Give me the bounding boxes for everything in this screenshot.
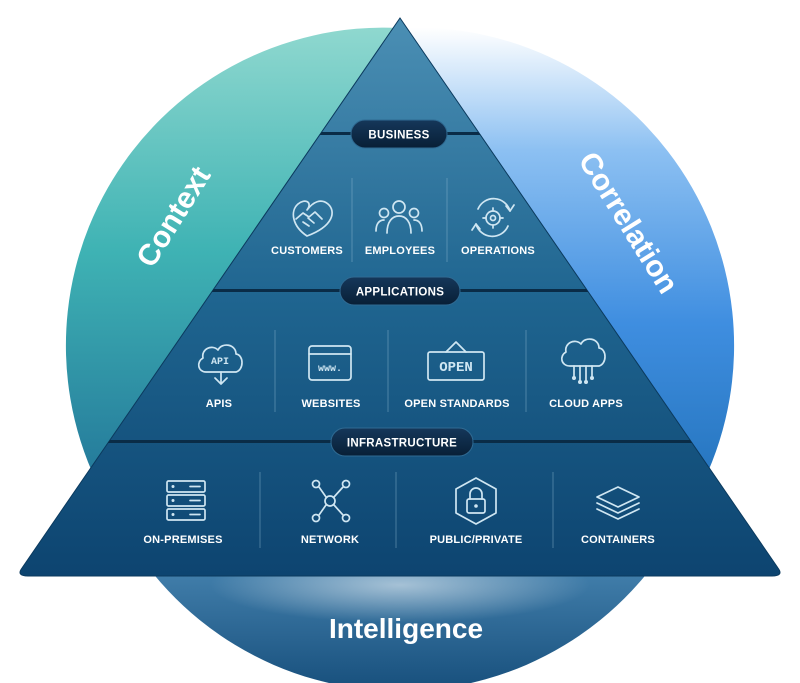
api-icon-text: API <box>211 357 229 368</box>
open-icon-text: OPEN <box>439 360 473 376</box>
item-label-cloud-apps: CLOUD APPS <box>549 398 623 410</box>
item-label-on-premises: ON-PREMISES <box>143 534 222 546</box>
item-containers: CONTAINERS <box>581 486 655 546</box>
section-pill-infrastructure <box>330 427 474 457</box>
item-label-operations: OPERATIONS <box>461 245 535 257</box>
section-pill-business <box>350 119 448 149</box>
item-public-private: PUBLIC/PRIVATE <box>430 477 523 546</box>
item-label-network: NETWORK <box>301 534 359 546</box>
api-cloud-icon <box>197 344 243 385</box>
item-label-containers: CONTAINERS <box>581 534 655 546</box>
item-label-open-standards: OPEN STANDARDS <box>404 398 509 410</box>
section-infrastructure: INFRASTRUCTURE <box>330 427 474 457</box>
item-websites: www. WEBSITES <box>301 345 360 410</box>
item-apis: API APIS <box>197 344 243 410</box>
item-on-premises: ON-PREMISES <box>143 480 222 546</box>
section-label-infrastructure: INFRASTRUCTURE <box>347 438 457 450</box>
item-network: NETWORK <box>301 479 359 546</box>
section-label-applications: APPLICATIONS <box>356 287 444 299</box>
item-customers: CUSTOMERS <box>271 200 343 257</box>
server-rack-icon <box>166 480 206 521</box>
section-applications: APPLICATIONS <box>339 276 461 306</box>
cloud-circuit-icon <box>560 338 606 384</box>
hexagon-lock-icon <box>455 477 497 525</box>
open-sign-icon <box>427 341 485 381</box>
item-open-standards: OPEN OPEN STANDARDS <box>404 341 509 410</box>
item-employees: EMPLOYEES <box>365 200 435 257</box>
item-label-employees: EMPLOYEES <box>365 245 435 257</box>
section-business: BUSINESS <box>350 119 448 149</box>
ring-word-intelligence: Intelligence <box>329 613 483 644</box>
item-label-websites: WEBSITES <box>301 398 360 410</box>
layers-stack-icon <box>596 486 640 520</box>
item-cloud-apps: CLOUD APPS <box>549 338 623 410</box>
handshake-heart-icon <box>292 200 333 237</box>
item-operations: OPERATIONS <box>461 197 535 257</box>
section-label-business: BUSINESS <box>368 130 429 142</box>
browser-window-icon <box>308 345 352 381</box>
item-label-public-private: PUBLIC/PRIVATE <box>430 534 523 546</box>
people-group-icon <box>375 200 423 234</box>
item-label-customers: CUSTOMERS <box>271 245 343 257</box>
section-pill-applications <box>339 276 461 306</box>
gear-cycle-icon <box>471 197 515 238</box>
www-icon-text: www. <box>318 364 342 375</box>
item-label-apis: APIS <box>206 398 232 410</box>
network-nodes-icon <box>311 479 351 523</box>
